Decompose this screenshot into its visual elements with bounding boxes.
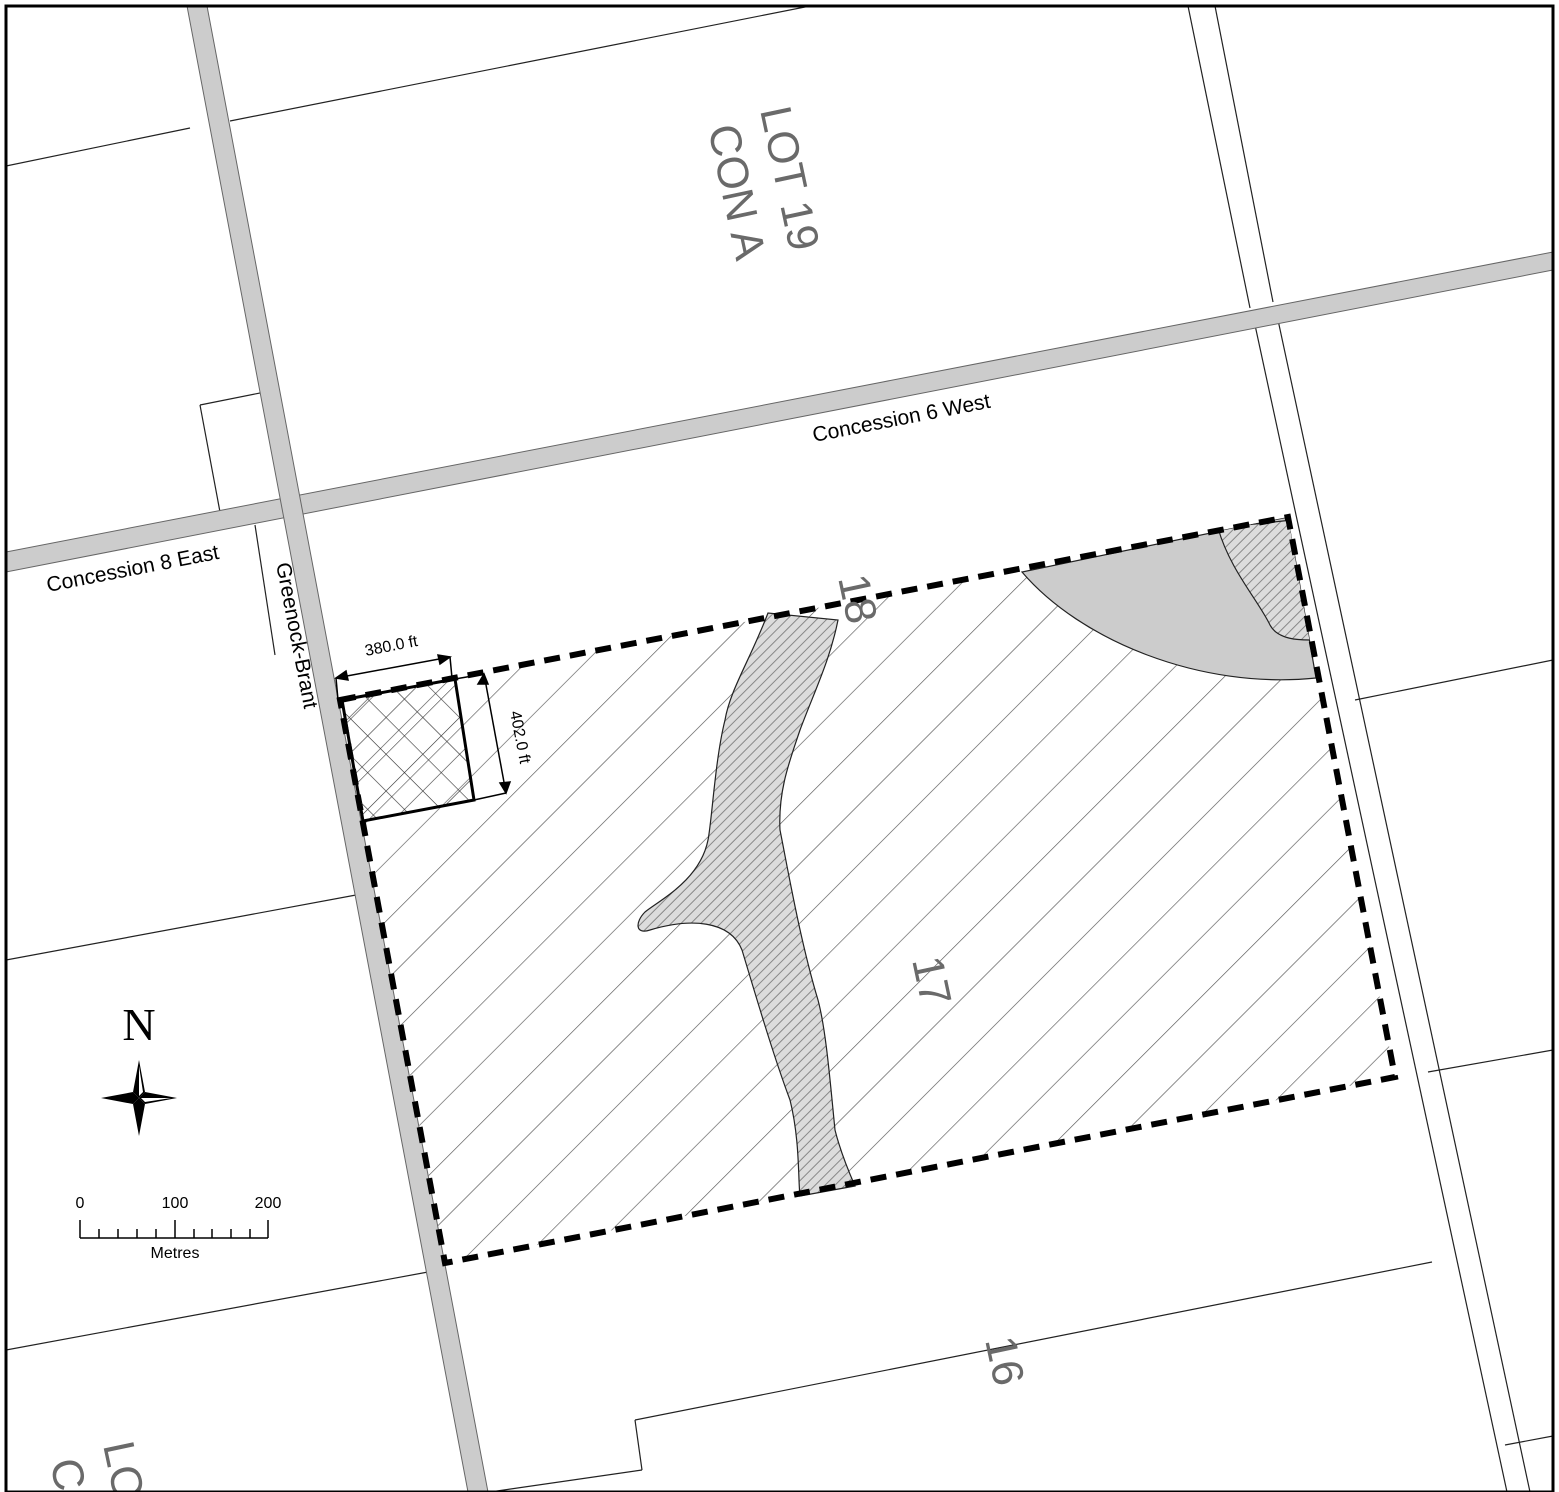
compass-icon xyxy=(101,1060,177,1136)
dimension-width-label: 380.0 ft xyxy=(364,633,420,660)
roads xyxy=(6,6,1553,1492)
scale-bar: 0 100 200 Metres xyxy=(76,1195,282,1262)
scale-tick-200: 200 xyxy=(255,1195,282,1212)
scale-tick-100: 100 xyxy=(162,1195,189,1212)
north-label: N xyxy=(122,999,155,1050)
lot-16-label: 16 xyxy=(975,1332,1033,1390)
north-arrow: N xyxy=(101,999,177,1136)
concession-road xyxy=(6,251,1553,573)
scale-tick-0: 0 xyxy=(76,1195,85,1212)
building-envelope xyxy=(340,677,476,823)
lot-17-label: 17 xyxy=(902,952,960,1010)
map-frame xyxy=(4,4,1555,1492)
partial-lot-label-line2: C xyxy=(40,1454,95,1492)
partial-lot-label-line1: LO xyxy=(93,1437,153,1492)
study-area xyxy=(336,513,1399,1267)
greenock-brant-road xyxy=(186,6,489,1492)
lot-18-label: 18 xyxy=(828,570,886,628)
scale-unit-label: Metres xyxy=(151,1245,200,1262)
dimension-lines xyxy=(334,654,512,801)
study-area-boundary xyxy=(336,513,1399,1267)
watercourse-area xyxy=(637,612,856,1197)
parcel-lines xyxy=(6,6,1553,1492)
dense-hatch-ne xyxy=(1217,519,1311,641)
